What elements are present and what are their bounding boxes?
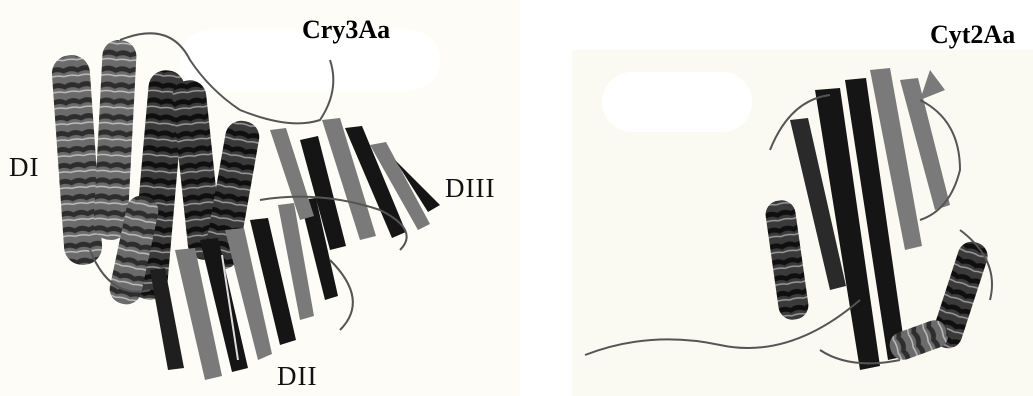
domain-label-diii: DIII — [445, 173, 495, 204]
structure-title-cyt2aa: Cyt2Aa — [930, 20, 1015, 50]
domain-label-di: DI — [9, 152, 40, 183]
cry3aa-domain-i-helices — [51, 39, 262, 307]
structure-title-cry3aa: Cry3Aa — [302, 15, 390, 45]
cry3aa-domain-ii-sheets — [150, 198, 338, 380]
domain-label-dii: DII — [277, 361, 317, 392]
